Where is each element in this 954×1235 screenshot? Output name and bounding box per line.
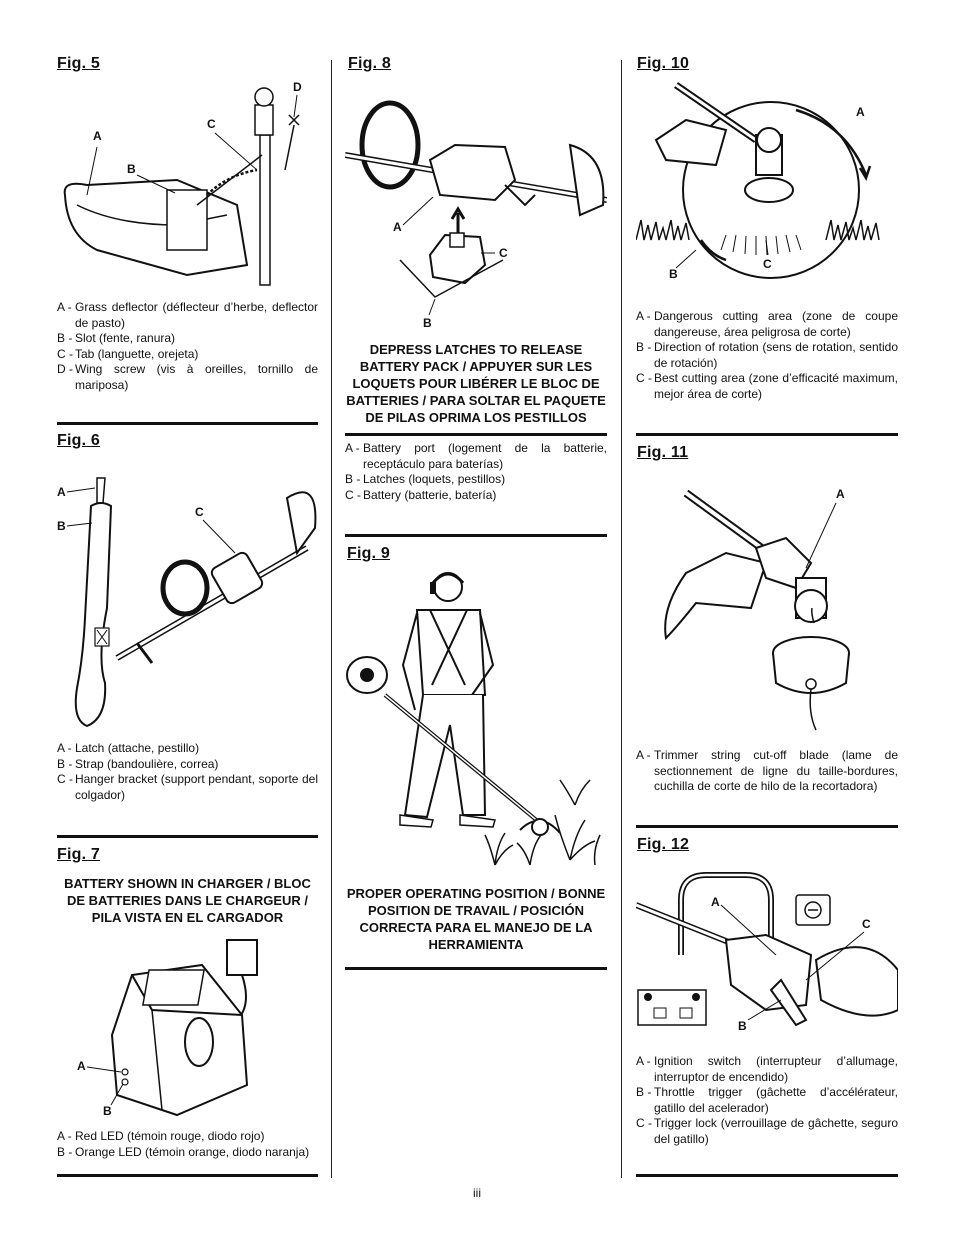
section-divider	[636, 1174, 898, 1177]
legend-item: A -Dangerous cutting area (zone de coupe…	[636, 309, 898, 339]
fig7-title: Fig. 7	[57, 846, 100, 863]
legend-item: B -Strap (bandoulière, correa)	[57, 756, 219, 771]
section-divider	[57, 422, 318, 425]
fig9-illustration	[346, 572, 601, 866]
legend-item: A -Battery port (logement de la batterie…	[345, 441, 607, 471]
legend-item: B -Orange LED (témoin orange, diodo nara…	[57, 1144, 310, 1159]
section-divider	[636, 825, 898, 828]
fig12-callout-b: B	[738, 1019, 747, 1033]
fig8-title: Fig. 8	[348, 55, 391, 72]
section-divider	[57, 835, 318, 838]
legend-item: C -Trigger lock (verrouillage de gâchett…	[636, 1116, 898, 1146]
section-divider	[57, 1174, 318, 1177]
fig7-illustration: A B	[77, 939, 258, 1118]
section-divider	[636, 433, 898, 436]
fig9-caption: PROPER OPERATING POSITION / BONNE POSITI…	[346, 886, 606, 952]
column-divider-right	[621, 60, 622, 1178]
legend-item: A -Trimmer string cut-off blade (lame de…	[636, 748, 898, 793]
fig5-callout-a: A	[93, 129, 102, 143]
fig7-callout-b: B	[103, 1104, 112, 1118]
fig5-illustration: A B C D	[63, 80, 302, 286]
fig5-callout-d: D	[293, 80, 302, 94]
legend-item: B -Slot (fente, ranura)	[57, 331, 176, 345]
legend-item: D -Wing screw (vis à oreilles, tornillo …	[57, 362, 318, 392]
fig10-title: Fig. 10	[637, 55, 690, 72]
fig11-callout-a: A	[836, 487, 845, 501]
fig10-callout-a: A	[856, 105, 865, 119]
fig6-legend: A -Latch (attache, pestillo) B -Strap (b…	[57, 741, 318, 803]
page-number: iii	[473, 1186, 481, 1200]
fig6-callout-c: C	[195, 505, 204, 519]
fig8-legend: A -Battery port (logement de la batterie…	[345, 441, 607, 503]
fig7-caption: BATTERY SHOWN IN CHARGER / BLOC DE BATTE…	[64, 876, 311, 925]
fig7-callout-a: A	[77, 1059, 86, 1073]
fig10-legend: A -Dangerous cutting area (zone de coupe…	[636, 309, 898, 402]
fig12-title: Fig. 12	[637, 836, 690, 853]
fig11-illustration: A	[664, 487, 850, 731]
legend-item: A -Latch (attache, pestillo)	[57, 741, 200, 755]
fig12-legend: A -Ignition switch (interrupteur d’allum…	[636, 1054, 898, 1147]
fig12-callout-c: C	[862, 917, 871, 931]
fig9-title: Fig. 9	[347, 545, 390, 562]
fig10-callout-b: B	[669, 267, 678, 281]
legend-item: A -Grass deflector (déflecteur d’herbe, …	[57, 300, 318, 330]
fig11-legend: A -Trimmer string cut-off blade (lame de…	[636, 748, 898, 795]
legend-item: B -Direction of rotation (sens de rotati…	[636, 340, 898, 370]
fig8-illustration: A C B	[345, 100, 607, 330]
fig8-caption: DEPRESS LATCHES TO RELEASE BATTERY PACK …	[346, 342, 606, 425]
fig5-callout-c: C	[207, 117, 216, 131]
section-divider	[345, 967, 607, 970]
fig12-callout-a: A	[711, 895, 720, 909]
column-divider-left	[331, 60, 332, 1178]
legend-item: B -Throttle trigger (gâchette d’accéléra…	[636, 1085, 898, 1115]
fig7-legend: A -Red LED (témoin rouge, diodo rojo) B …	[57, 1129, 318, 1160]
section-divider	[345, 534, 607, 537]
fig11-title: Fig. 11	[637, 444, 689, 461]
legend-item: A -Ignition switch (interrupteur d’allum…	[636, 1054, 898, 1084]
fig10-illustration: A B C	[636, 82, 880, 281]
fig8-callout-c: C	[499, 246, 508, 260]
fig6-title: Fig. 6	[57, 432, 100, 449]
section-divider	[345, 433, 607, 436]
fig6-callout-b: B	[57, 519, 66, 533]
fig10-callout-c: C	[763, 257, 772, 271]
fig12-illustration: A C B	[636, 872, 898, 1033]
legend-item: C -Hanger bracket (support pendant, sopo…	[57, 772, 318, 802]
legend-item: C -Battery (batterie, batería)	[345, 487, 497, 502]
fig8-callout-a: A	[393, 220, 402, 234]
fig5-callout-b: B	[127, 162, 136, 176]
legend-item: B -Latches (loquets, pestillos)	[345, 472, 506, 486]
legend-item: A -Red LED (témoin rouge, diodo rojo)	[57, 1129, 265, 1143]
fig5-legend: A -Grass deflector (déflecteur d’herbe, …	[57, 300, 318, 393]
legend-item: C -Tab (languette, orejeta)	[57, 346, 199, 361]
legend-item: C -Best cutting area (zone d’efficacité …	[636, 371, 898, 401]
fig5-title: Fig. 5	[57, 55, 100, 72]
fig8-callout-b: B	[423, 316, 432, 330]
fig6-illustration: A B C	[57, 477, 317, 728]
fig6-callout-a: A	[57, 485, 66, 499]
